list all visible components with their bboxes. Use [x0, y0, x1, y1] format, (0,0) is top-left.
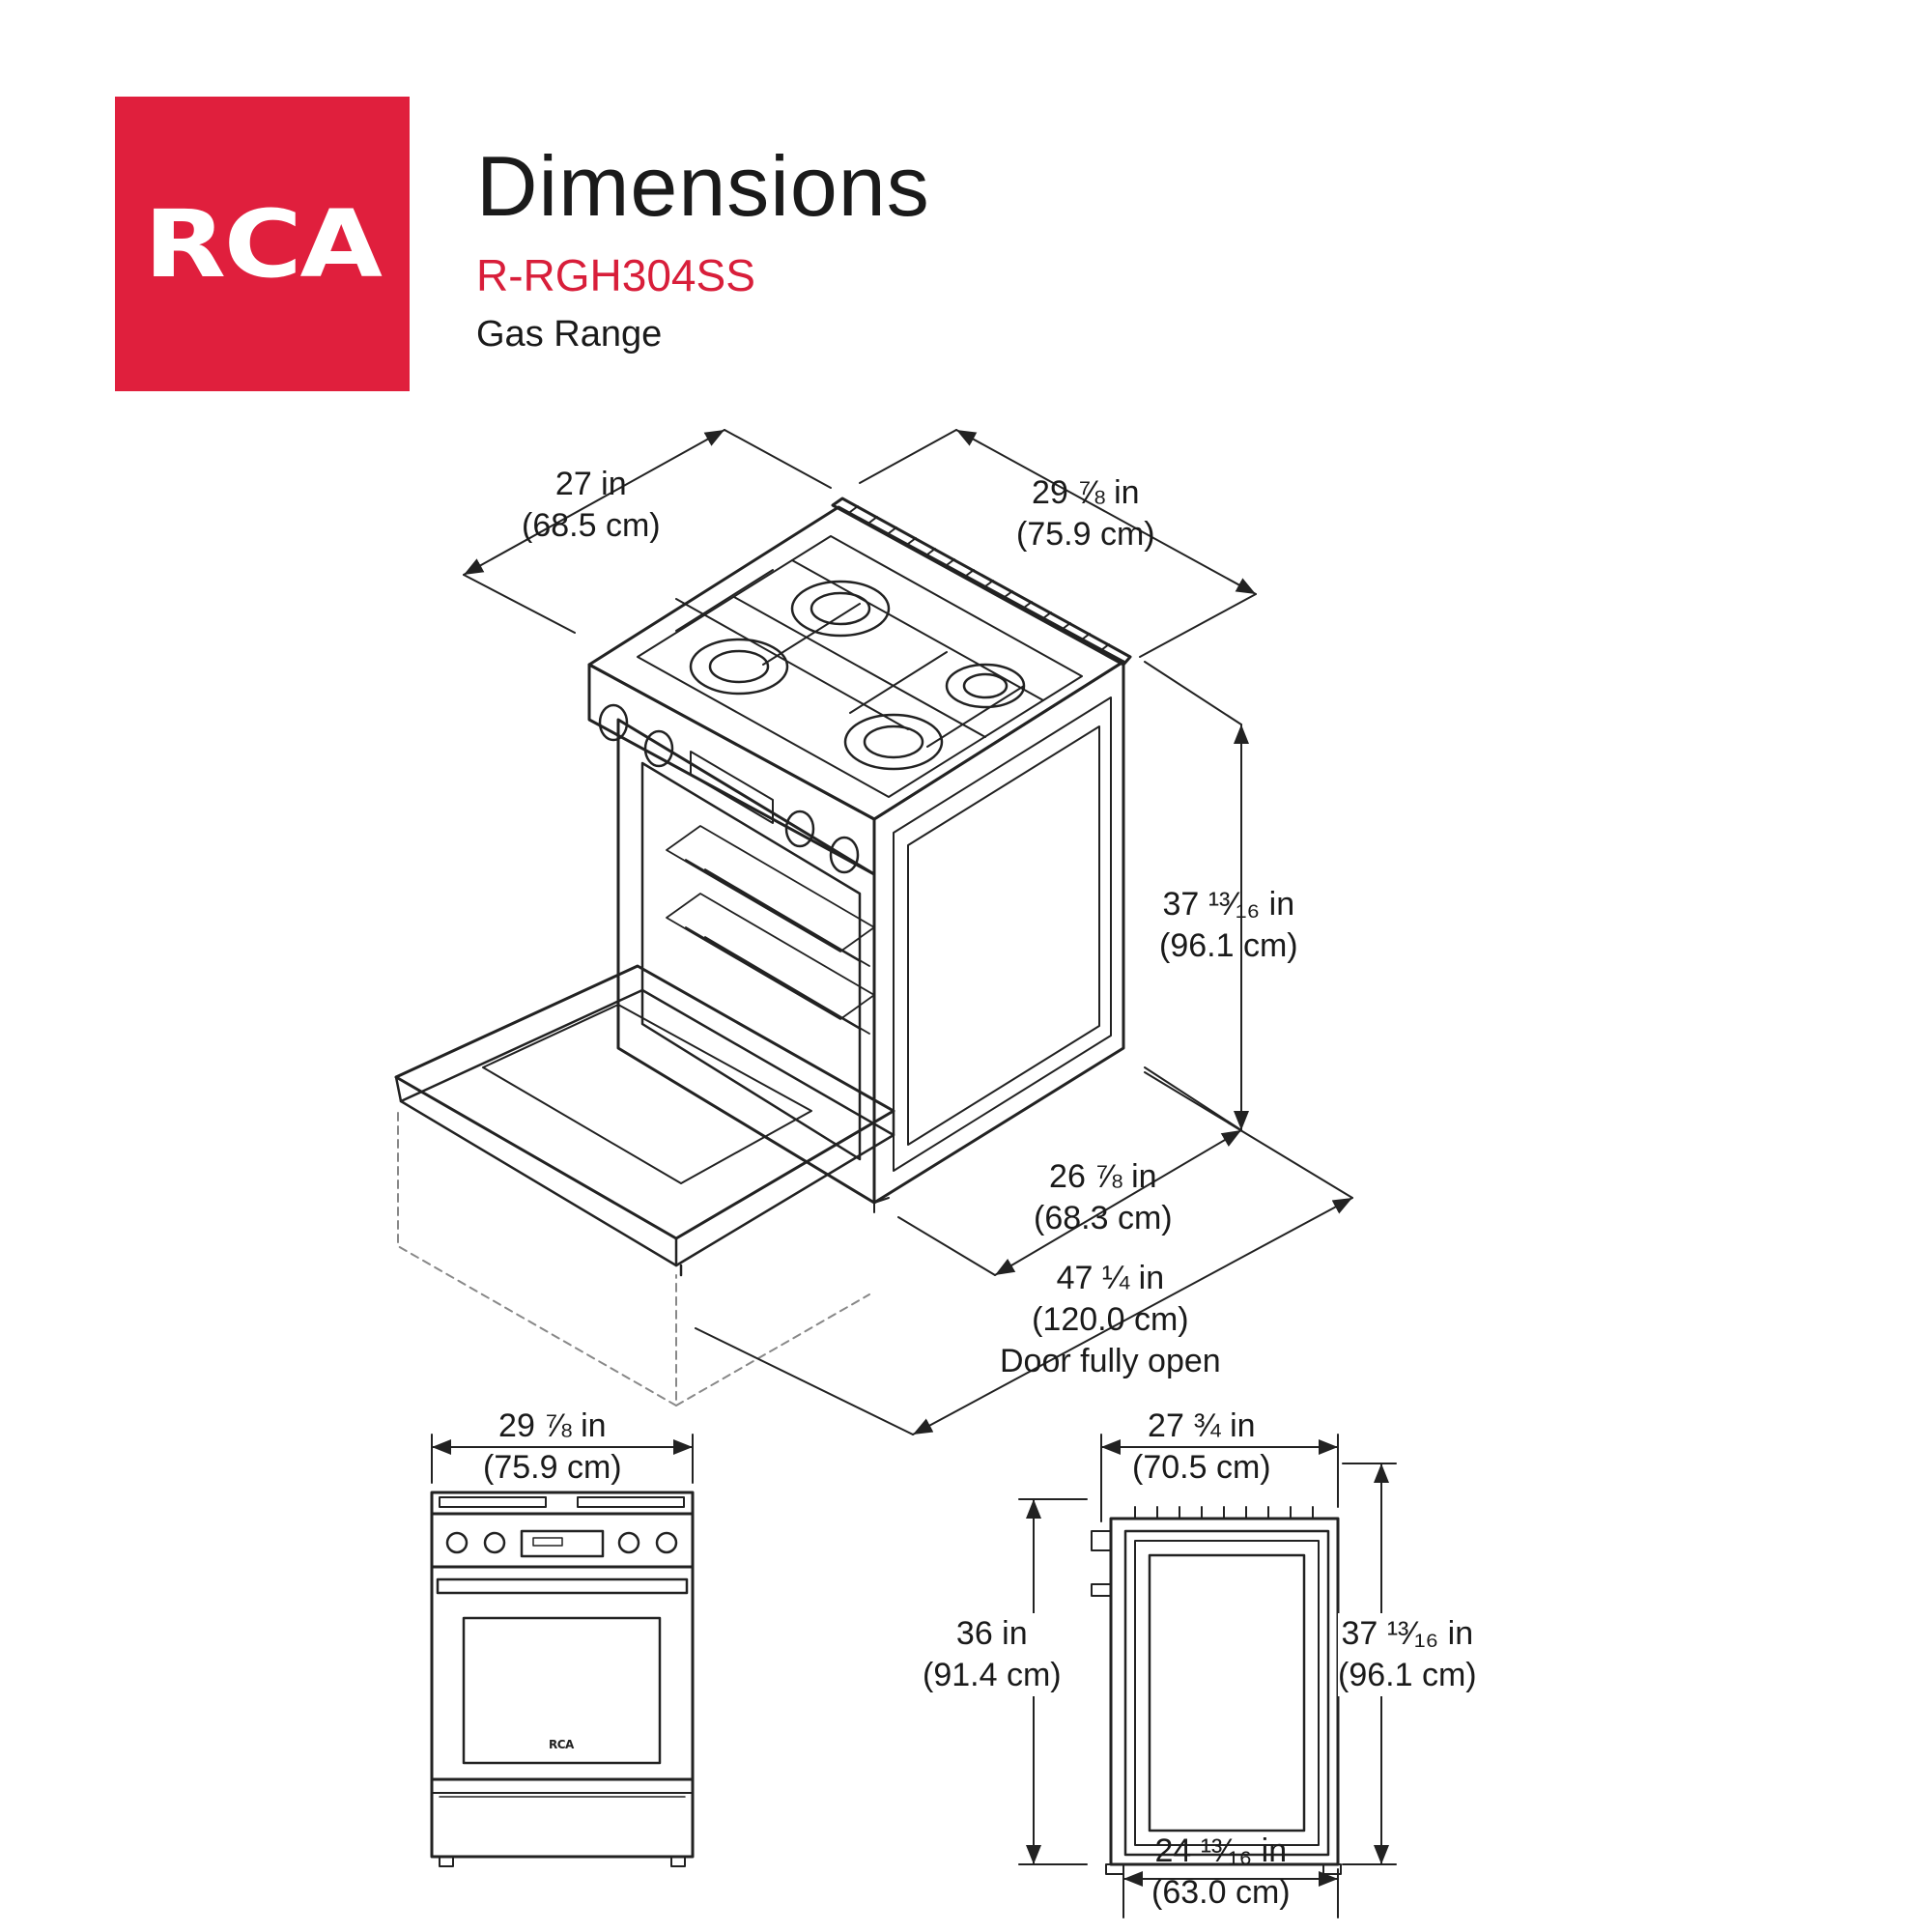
side-base-depth-dimension: 24 ¹³⁄₁₆ in (63.0 cm) [1151, 1831, 1291, 1914]
front-rca-badge: RCA [549, 1738, 574, 1751]
front-width-dimension: 29 ⅞ in (75.9 cm) [483, 1406, 622, 1489]
iso-body-depth-dimension: 26 ⅞ in (68.3 cm) [1034, 1156, 1173, 1239]
side-top-depth-imperial: 27 ¾ in [1148, 1407, 1256, 1444]
oven-handle [436, 1577, 689, 1595]
iso-depth-dimension: 27 in (68.5 cm) [522, 464, 661, 547]
control-knobs [598, 703, 860, 874]
iso-dimension-lines [463, 429, 1353, 1435]
iso-width-imperial: 29 ⅞ in [1032, 474, 1140, 511]
iso-height-metric: (96.1 cm) [1159, 927, 1298, 964]
iso-body-depth-imperial: 26 ⅞ in [1049, 1158, 1157, 1195]
control-panel [587, 663, 876, 876]
base-hidden-lines [397, 1112, 870, 1406]
product-type: Gas Range [476, 314, 663, 355]
side-base-depth-imperial: 24 ¹³⁄₁₆ in [1154, 1833, 1288, 1869]
front-view [430, 1434, 695, 1867]
isometric-view [394, 429, 1353, 1435]
iso-door-open-note: Door fully open [1000, 1343, 1221, 1379]
rca-logo: RCA [115, 97, 410, 391]
side-overall-height-dimension: 37 ¹³⁄₁₆ in (96.1 cm) [1338, 1613, 1477, 1696]
iso-depth-metric: (68.5 cm) [522, 507, 661, 544]
logo-text: RCA [144, 189, 383, 298]
iso-door-open-metric: (120.0 cm) [1032, 1301, 1189, 1338]
oven-racks [666, 825, 875, 1035]
page-title: Dimensions [476, 138, 930, 234]
iso-body-depth-metric: (68.3 cm) [1034, 1200, 1173, 1236]
iso-height-dimension: 37 ¹³⁄₁₆ in (96.1 cm) [1159, 884, 1298, 967]
front-width-metric: (75.9 cm) [483, 1449, 622, 1486]
front-width-imperial: 29 ⅞ in [498, 1407, 607, 1444]
side-base-depth-metric: (63.0 cm) [1151, 1874, 1291, 1911]
burners [689, 580, 1026, 771]
display-window [690, 751, 774, 824]
iso-door-open-dimension: 47 ¼ in (120.0 cm) Door fully open [1000, 1258, 1221, 1382]
side-overall-height-metric: (96.1 cm) [1338, 1657, 1477, 1693]
iso-width-dimension: 29 ⅞ in (75.9 cm) [1016, 472, 1155, 555]
side-top-depth-dimension: 27 ¾ in (70.5 cm) [1132, 1406, 1271, 1489]
iso-depth-imperial: 27 in [554, 466, 627, 502]
side-cooktop-height-dimension: 36 in (91.4 cm) [923, 1613, 1062, 1696]
side-overall-height-imperial: 37 ¹³⁄₁₆ in [1341, 1615, 1474, 1652]
oven-window [462, 1616, 662, 1765]
oven-cavity [640, 761, 862, 1161]
side-cooktop-height-metric: (91.4 cm) [923, 1657, 1062, 1693]
model-number: R-RGH304SS [476, 250, 755, 300]
iso-width-metric: (75.9 cm) [1016, 516, 1155, 553]
backguard [831, 497, 1132, 667]
side-top-depth-metric: (70.5 cm) [1132, 1449, 1271, 1486]
side-panel [872, 660, 1125, 1205]
front-display [520, 1529, 605, 1558]
side-view [1018, 1434, 1397, 1918]
side-grate-fins [1134, 1506, 1314, 1520]
front-knobs [445, 1531, 678, 1554]
iso-door-open-imperial: 47 ¼ in [1056, 1260, 1165, 1296]
iso-height-imperial: 37 ¹³⁄₁₆ in [1162, 886, 1295, 923]
side-cooktop-height-imperial: 36 in [955, 1615, 1028, 1652]
